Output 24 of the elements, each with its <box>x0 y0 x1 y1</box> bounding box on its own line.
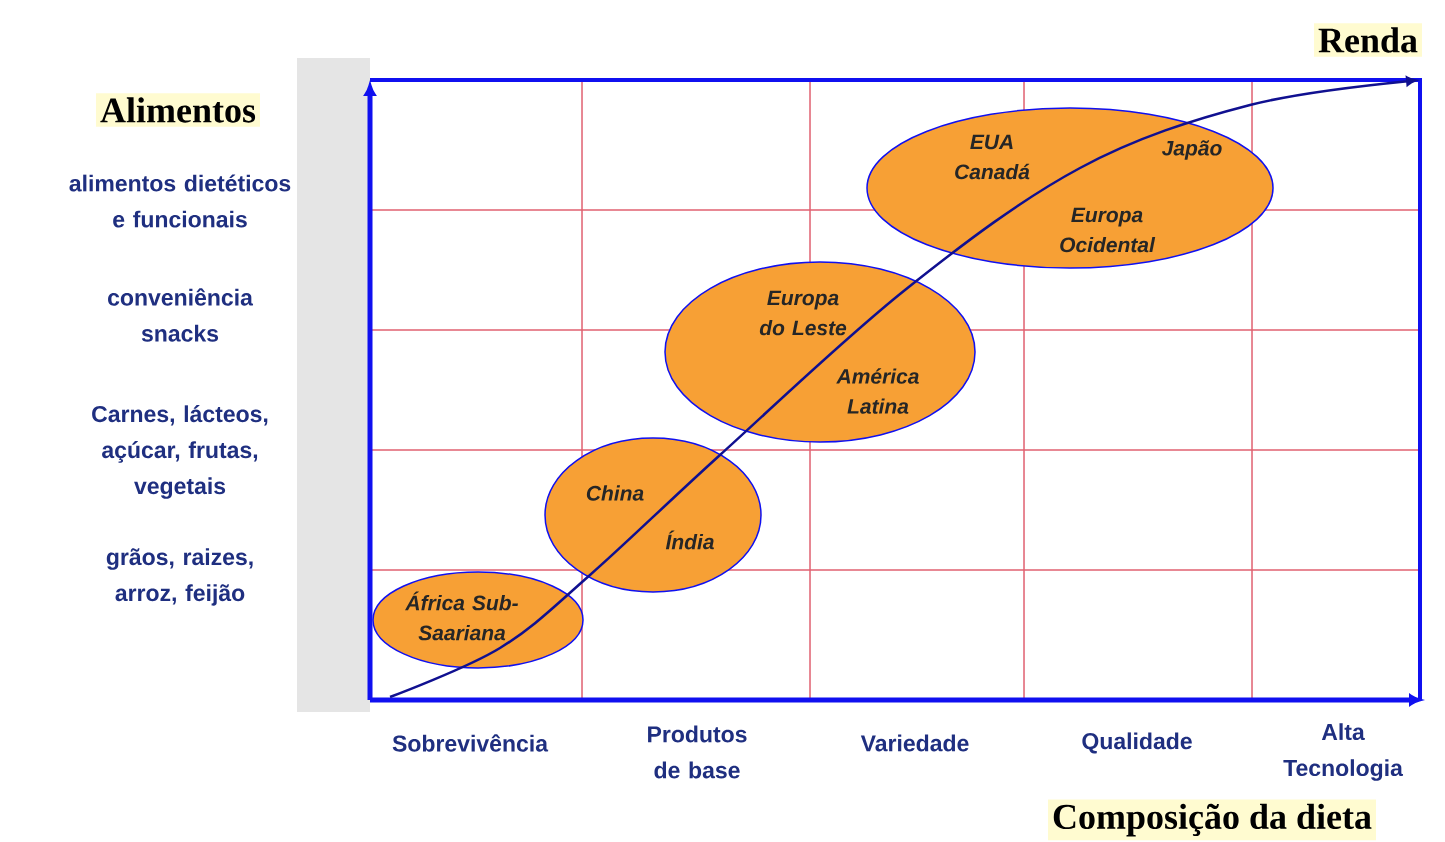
region-ellipse <box>372 571 584 669</box>
region-label: América Latina <box>836 368 919 414</box>
axis-title: Renda <box>1314 23 1422 57</box>
region-ellipse <box>544 437 762 593</box>
region-label: Europa do Leste <box>759 290 847 336</box>
diet-stage: Sobrevivência <box>392 734 549 752</box>
diet-stage: Variedade <box>860 734 969 752</box>
region-label: África Sub-Saariana <box>405 591 518 641</box>
axis-title: Composição da dieta <box>1048 799 1376 841</box>
region-label: EUA Canadá <box>955 134 1030 180</box>
diet-stage: Qualidade <box>1082 732 1192 754</box>
food-category: conveniência snacks <box>108 288 253 342</box>
region-ellipse <box>866 107 1274 269</box>
region-label: China <box>586 485 644 501</box>
food-category: grãos, raizes, arroz, feijão <box>106 548 253 606</box>
diet-stage: Alta Tecnologia <box>1283 723 1404 781</box>
region-label: Europa Ocidental <box>1060 207 1156 253</box>
diet-stage: Produtos de base <box>648 725 747 779</box>
food-category: alimentos dietéticos e funcionais <box>69 174 291 228</box>
food-category: Carnes, lácteos, açúcar, frutas, vegetais <box>92 405 268 499</box>
axis-title: Alimentos <box>96 93 260 127</box>
region-label: Índia <box>665 530 714 550</box>
region-label: Japão <box>1161 140 1222 160</box>
region-ellipse <box>664 261 976 443</box>
